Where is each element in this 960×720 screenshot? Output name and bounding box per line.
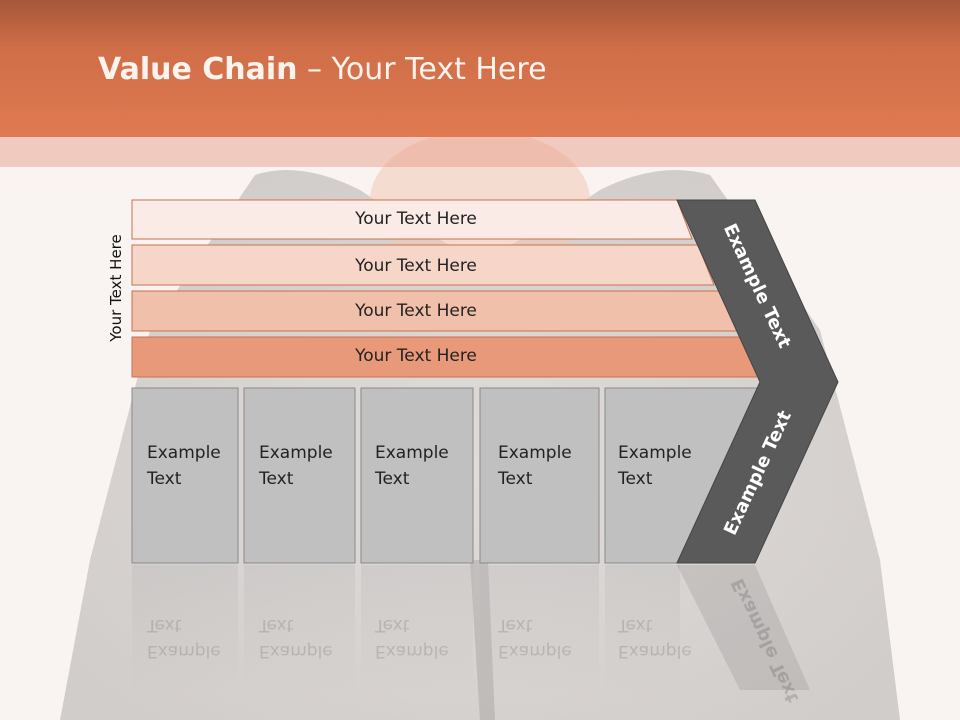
- box-reflection-5: [605, 565, 680, 695]
- activity-box-2: [243, 387, 356, 564]
- activity-label-reflection-1-line1: Example: [147, 641, 221, 661]
- activity-label-1-line1: Example: [147, 443, 221, 463]
- box-reflection-4: [480, 565, 599, 695]
- activity-box-4: [479, 387, 600, 564]
- row-label-4: Your Text Here: [355, 346, 477, 366]
- activity-label-reflection-5: Example Text: [618, 612, 728, 664]
- chevron-arrow: [676, 199, 839, 564]
- box-reflection-1: [132, 565, 238, 695]
- activity-label-5-line1: Example: [618, 443, 692, 463]
- activity-label-5-line2: Text: [618, 469, 653, 489]
- activity-label-reflection-5-line1: Example: [618, 641, 692, 661]
- activity-label-reflection-2: Example Text: [259, 612, 369, 664]
- row-label-1: Your Text Here: [355, 209, 477, 229]
- activity-label-4-line2: Text: [498, 469, 533, 489]
- title-band: [0, 0, 960, 137]
- activity-box-1: [131, 387, 239, 564]
- row-bar-2: [131, 244, 715, 286]
- slide-title-rest: – Your Text Here: [297, 52, 547, 87]
- row-bar-1: [131, 199, 693, 240]
- activity-label-4-line1: Example: [498, 443, 572, 463]
- activity-label-reflection-1-line2: Text: [147, 615, 182, 635]
- row-label-2: Your Text Here: [355, 256, 477, 276]
- activity-label-reflection-2-line2: Text: [259, 615, 294, 635]
- activity-label-3-line1: Example: [375, 443, 449, 463]
- activity-label-reflection-1: Example Text: [147, 612, 257, 664]
- activity-label-reflection-4-line1: Example: [498, 641, 572, 661]
- activity-label-reflection-3-line1: Example: [375, 641, 449, 661]
- activity-box-3: [360, 387, 474, 564]
- activity-label-3-line2: Text: [375, 469, 410, 489]
- activity-label-reflection-4: Example Text: [498, 612, 608, 664]
- activity-label-2-line1: Example: [259, 443, 333, 463]
- box-reflection-2: [244, 565, 355, 695]
- activity-label-reflection-3: Example Text: [375, 612, 485, 664]
- box-reflection-3: [361, 565, 473, 695]
- activity-label-reflection-3-line2: Text: [375, 615, 410, 635]
- title-sub-band: [0, 137, 960, 167]
- row-label-3: Your Text Here: [355, 301, 477, 321]
- activity-label-2-line2: Text: [259, 469, 294, 489]
- slide-title: Value Chain – Your Text Here: [98, 52, 547, 87]
- activity-label-1-line2: Text: [147, 469, 182, 489]
- activity-label-reflection-2-line1: Example: [259, 641, 333, 661]
- chevron-arrow-reflection: [677, 565, 810, 690]
- activity-label-reflection-5-line2: Text: [618, 615, 653, 635]
- slide-title-bold: Value Chain: [98, 52, 298, 87]
- activity-label-reflection-4-line2: Text: [498, 615, 533, 635]
